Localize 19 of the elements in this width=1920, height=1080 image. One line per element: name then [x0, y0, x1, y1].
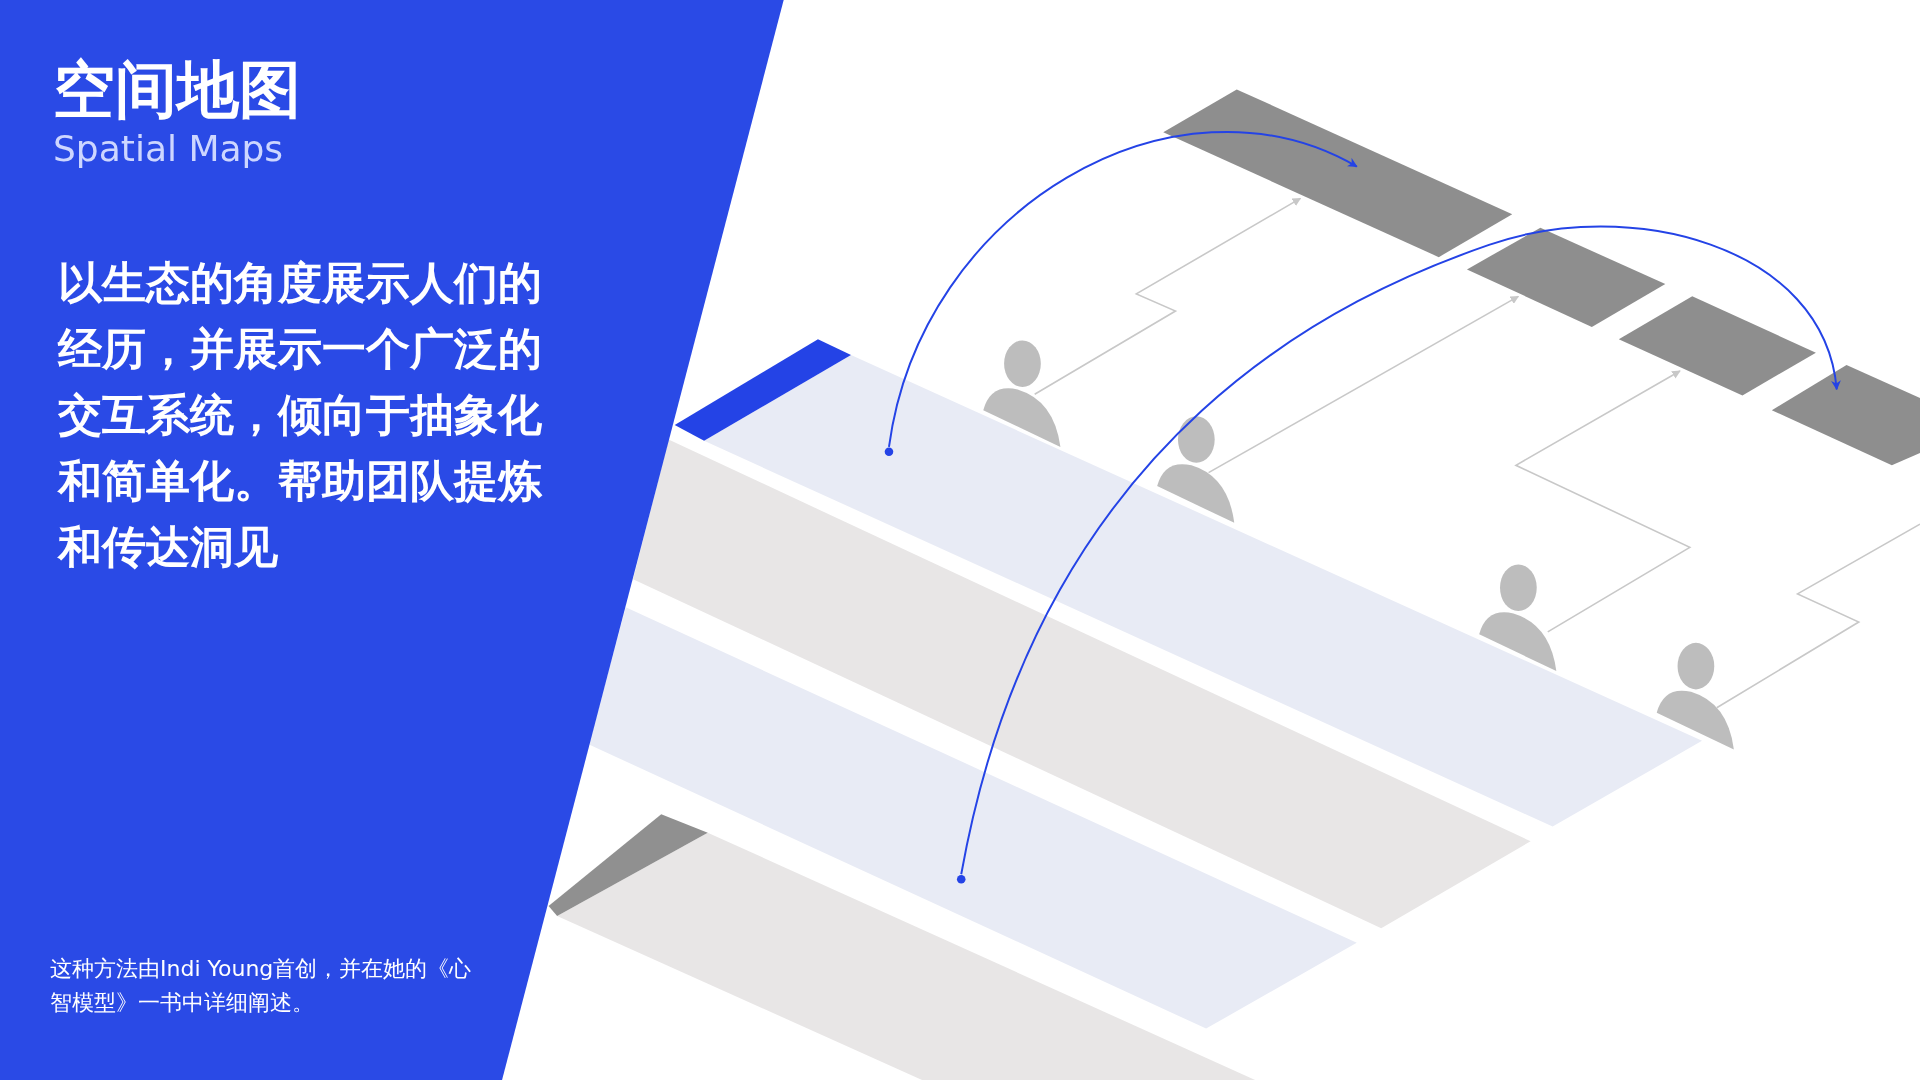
person-figure [1656, 642, 1734, 750]
step-block [1771, 364, 1920, 466]
subtitle: Spatial Maps [53, 128, 284, 169]
curved-arrow [888, 131, 1358, 448]
person-figure [983, 340, 1061, 447]
footnote: 这种方法由Indi Young首创，并在她的《心智模型》一书中详细阐述。 [50, 955, 473, 1017]
person-figure [1479, 564, 1557, 671]
connector-arrow [1033, 197, 1302, 396]
connector-arrow [1514, 370, 1692, 633]
connector-arrow [1207, 295, 1520, 474]
step-block [1163, 89, 1513, 258]
step-block [1618, 296, 1816, 396]
start-dot [956, 874, 966, 884]
title: 空间地图 [53, 52, 301, 128]
curved-arrow [960, 225, 1840, 876]
step-block [1466, 227, 1666, 327]
start-dot [884, 447, 894, 457]
description-paragraph: 以生态的角度展示人们的经历，并展示一个广泛的交互系统，倾向于抽象化和简单化。帮助团队提炼和传达洞见 [58, 256, 543, 574]
person-figure [1157, 416, 1235, 523]
